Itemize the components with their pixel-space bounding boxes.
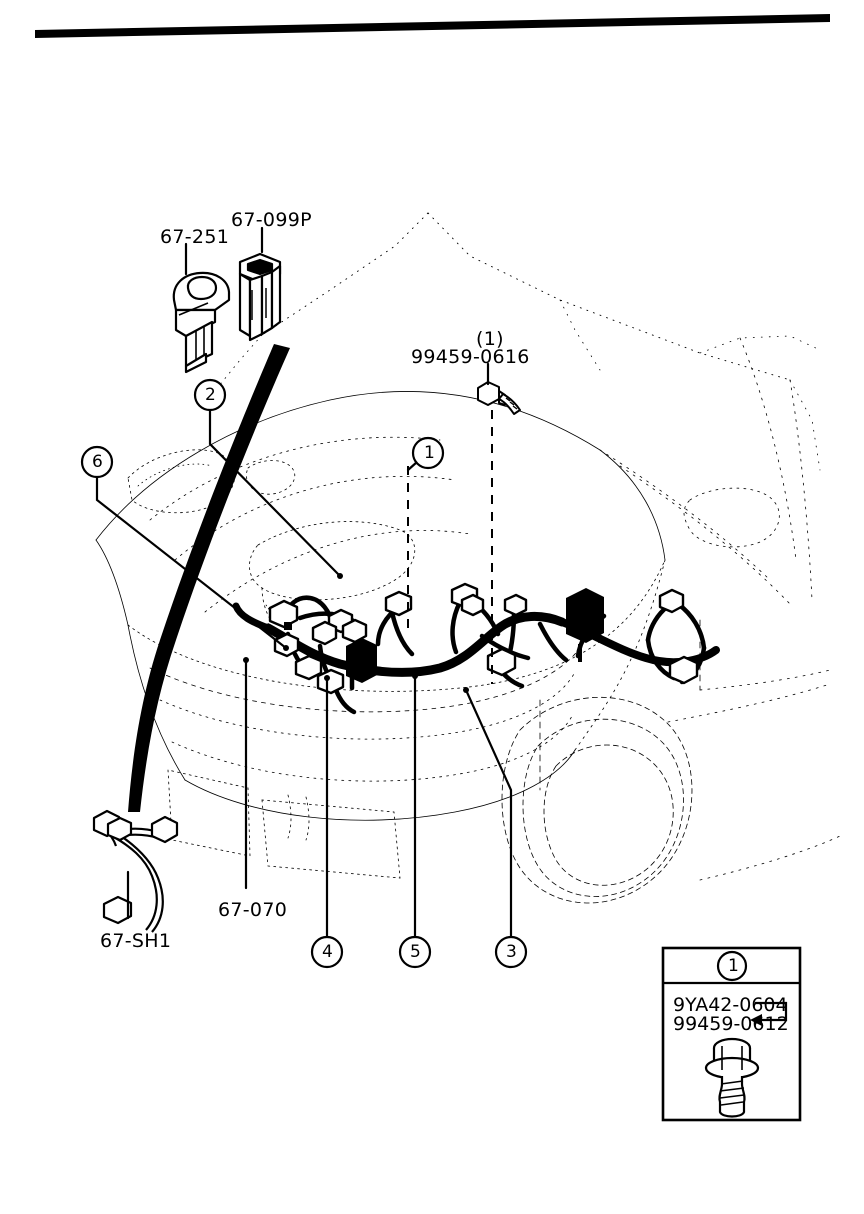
callout-6-number: 6 xyxy=(92,452,104,472)
callout-5-number: 5 xyxy=(410,942,422,962)
leader-callout-1 xyxy=(406,460,419,472)
legend-bolt-illustration xyxy=(704,1037,760,1118)
part-label-67-070: 67-070 xyxy=(218,899,288,921)
leader-callout-2 xyxy=(208,408,342,578)
callout-2-number: 2 xyxy=(205,385,217,405)
leader-callout-3 xyxy=(464,688,513,939)
part-label-67-251: 67-251 xyxy=(160,226,230,248)
sub-harness-67-SH1 xyxy=(92,809,179,933)
relay-block xyxy=(566,588,604,662)
callout-3-number: 3 xyxy=(506,942,518,962)
legend-part-number-1: 9YA42-0604 xyxy=(673,994,788,1016)
legend-part-number-2: 99459-0612 xyxy=(673,1013,789,1035)
harness-item-2-stripe xyxy=(128,344,290,812)
bolt-99459-0616 xyxy=(477,381,521,415)
part-67-099P xyxy=(238,252,282,342)
callout-1-number: 1 xyxy=(424,443,436,463)
part-67-251 xyxy=(172,271,231,374)
callout-4-number: 4 xyxy=(322,942,334,962)
connector-black-small xyxy=(346,638,377,683)
part-label-99459-0616: 99459-0616 xyxy=(411,346,530,368)
leader-callout-6 xyxy=(95,475,288,650)
part-label-67-099P: 67-099P xyxy=(231,209,312,231)
legend-header-number: 1 xyxy=(728,956,739,976)
quantity-note-1: (1) xyxy=(476,328,504,350)
part-label-67-SH1: 67-SH1 xyxy=(100,930,172,952)
